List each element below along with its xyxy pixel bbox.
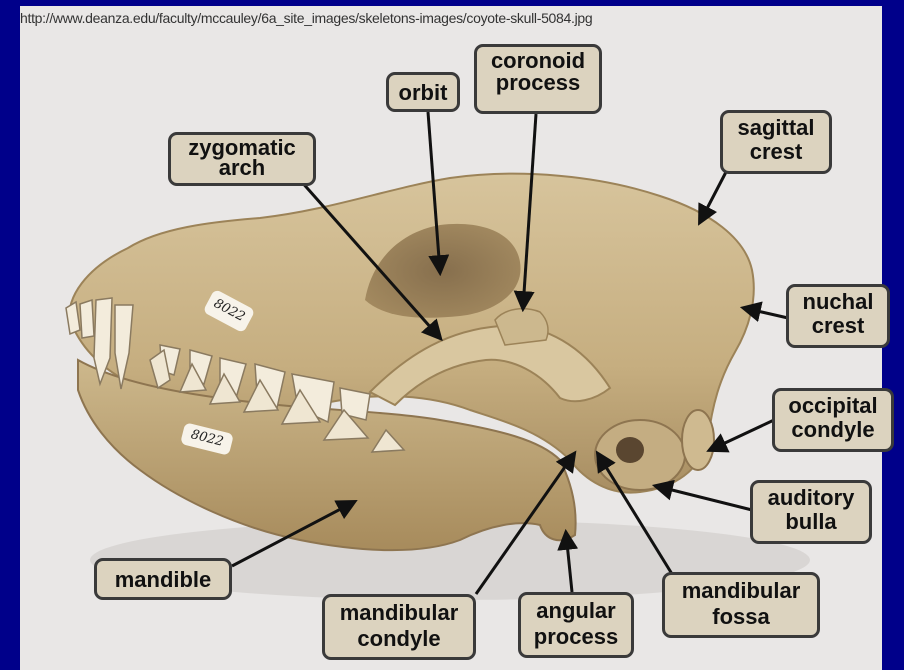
- label-text: arch: [178, 158, 306, 178]
- label-nuchal-crest: nuchal crest: [786, 284, 890, 348]
- label-text: crest: [730, 140, 822, 164]
- label-text: crest: [796, 314, 880, 338]
- label-text: auditory: [760, 486, 862, 510]
- label-angular-process: angular process: [518, 592, 634, 658]
- label-orbit: orbit: [386, 72, 460, 112]
- specimen-tag-text: 8022: [189, 427, 225, 450]
- source-url: http://www.deanza.edu/faculty/mccauley/6…: [20, 10, 592, 26]
- label-mandible: mandible: [94, 558, 232, 600]
- label-zygomatic-arch: zygomatic arch: [168, 132, 316, 186]
- label-text: nuchal: [796, 290, 880, 314]
- label-text: coronoid: [484, 50, 592, 72]
- label-text: condyle: [782, 418, 884, 442]
- specimen-tag-upper: 8022: [203, 289, 256, 334]
- label-coronoid-process: coronoid process: [474, 44, 602, 114]
- label-text: process: [528, 624, 624, 650]
- label-mandibular-fossa: mandibular fossa: [662, 572, 820, 638]
- label-text: fossa: [672, 604, 810, 630]
- specimen-tag-text: 8022: [211, 296, 247, 325]
- label-auditory-bulla: auditory bulla: [750, 480, 872, 544]
- label-text: occipital: [782, 394, 884, 418]
- label-mandibular-condyle: mandibular condyle: [322, 594, 476, 660]
- label-text: mandible: [104, 564, 222, 596]
- label-text: process: [484, 72, 592, 94]
- label-text: mandibular: [672, 578, 810, 604]
- label-text: mandibular: [332, 600, 466, 626]
- label-sagittal-crest: sagittal crest: [720, 110, 832, 174]
- label-text: orbit: [396, 78, 450, 108]
- label-text: angular: [528, 598, 624, 624]
- label-text: sagittal: [730, 116, 822, 140]
- label-text: condyle: [332, 626, 466, 652]
- label-occipital-condyle: occipital condyle: [772, 388, 894, 452]
- label-text: bulla: [760, 510, 862, 534]
- specimen-tag-lower: 8022: [180, 422, 234, 455]
